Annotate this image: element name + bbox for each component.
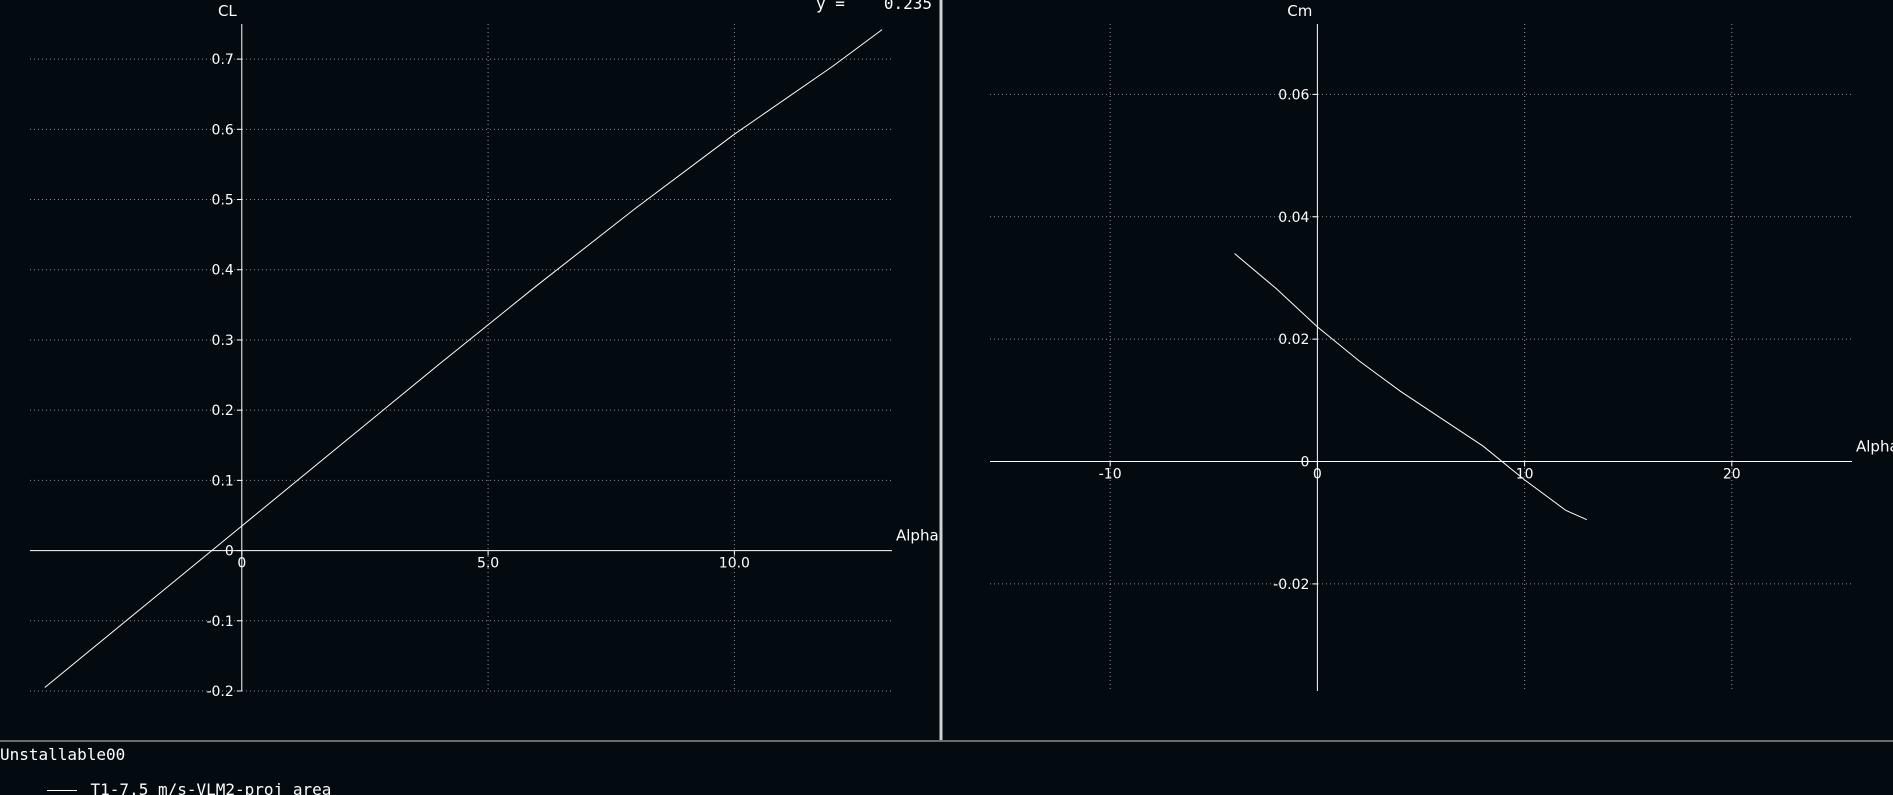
y-tick-label: -0.2 — [206, 684, 233, 700]
x-axis-title: Alpha — [896, 527, 939, 545]
x-tick-label: -10 — [1099, 467, 1122, 483]
y-tick-label: 0 — [225, 544, 234, 560]
legend-series-name: T1-7.5 m/s-VLM2-proj_area — [90, 780, 332, 795]
x-axis-title: Alpha — [1856, 438, 1893, 456]
series-line — [1234, 253, 1588, 521]
x-tick-label: 10 — [1516, 467, 1534, 483]
y-axis-title: CL — [218, 2, 237, 20]
y-tick-label: 0.5 — [212, 193, 234, 209]
legend-item[interactable]: T1-7.5 m/s-VLM2-proj_area — [8, 763, 608, 795]
y-tick-label: 0.6 — [212, 122, 234, 138]
series-line — [44, 29, 883, 688]
cursor-readout-value: 0.235 — [884, 0, 932, 13]
cursor-readout-label: y = — [816, 0, 845, 13]
y-tick-label: -0.1 — [206, 614, 233, 630]
y-tick-label: 0.7 — [212, 52, 234, 68]
y-tick-label: 0.1 — [212, 473, 234, 489]
legend-title: Unstallable00 — [0, 745, 126, 764]
x-tick-label: 20 — [1723, 467, 1741, 483]
x-tick-label: 10.0 — [719, 556, 750, 572]
legend-line-swatch — [46, 790, 77, 791]
y-tick-label: 0.04 — [1278, 210, 1309, 226]
y-tick-label: 0.2 — [212, 403, 234, 419]
y-tick-label: 0.06 — [1278, 87, 1309, 103]
x-tick-label: 5.0 — [477, 556, 499, 572]
legend: Unstallable00 T1-7.5 m/s-VLM2-proj_area — [0, 746, 331, 795]
y-tick-label: -0.02 — [1273, 577, 1309, 593]
y-tick-label: 0 — [1300, 455, 1309, 471]
y-tick-label: 0.4 — [212, 263, 234, 279]
y-tick-label: 0.02 — [1278, 332, 1309, 348]
y-tick-label: 0.3 — [212, 333, 234, 349]
y-axis-title: Cm — [1287, 2, 1312, 20]
